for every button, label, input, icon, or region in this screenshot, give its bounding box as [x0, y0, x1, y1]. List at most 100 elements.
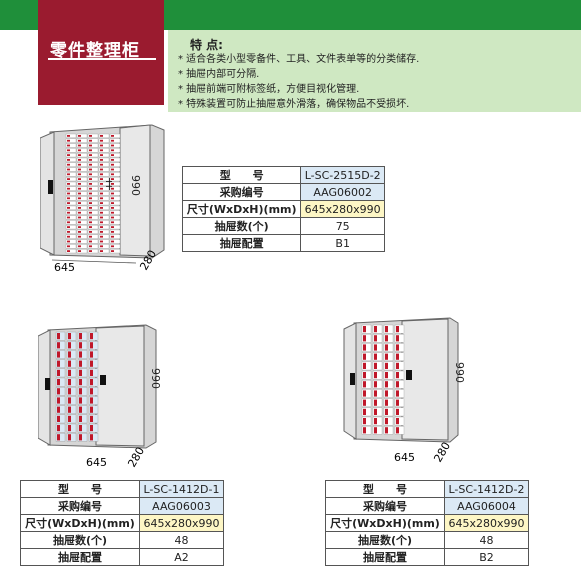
- drawer: [87, 225, 99, 230]
- drawer: [65, 148, 77, 153]
- drawer: [87, 210, 99, 215]
- dim-depth: 280: [431, 440, 453, 465]
- drawer-label: [67, 235, 70, 238]
- drawer-label: [89, 187, 92, 190]
- drawer: [66, 350, 77, 359]
- drawer: [65, 249, 77, 254]
- drawer: [361, 334, 372, 343]
- drawer-label: [67, 221, 70, 224]
- drawer-label: [363, 399, 366, 406]
- drawer: [87, 172, 99, 177]
- drawer-label: [67, 178, 70, 180]
- drawer-label: [68, 388, 71, 395]
- drawer: [109, 225, 121, 230]
- drawer-label: [396, 408, 399, 415]
- drawer: [66, 359, 77, 368]
- drawer-label: [396, 326, 399, 333]
- drawer: [109, 196, 121, 201]
- drawer: [65, 153, 77, 158]
- title-box: [38, 0, 164, 105]
- drawer-label: [68, 425, 71, 432]
- drawer: [66, 405, 77, 414]
- drawer-label: [78, 245, 81, 248]
- drawer-label: [111, 159, 114, 161]
- drawer: [394, 334, 405, 343]
- drawer-label: [89, 159, 92, 161]
- drawer: [76, 239, 88, 244]
- drawer-label: [89, 226, 92, 228]
- drawer: [65, 220, 77, 225]
- feature-item: * 特殊装置可防止抽屉意外滑落，确保物品不受损坏.: [178, 99, 410, 110]
- value-code: AAG06003: [138, 497, 225, 515]
- drawer-label: [111, 163, 114, 166]
- drawer-label: [68, 351, 71, 358]
- drawer-label: [374, 408, 377, 415]
- drawer: [88, 405, 99, 414]
- drawer-label: [111, 207, 114, 209]
- drawer-label: [100, 250, 103, 252]
- drawer: [383, 389, 394, 398]
- drawer-label: [67, 207, 70, 209]
- drawer: [76, 162, 88, 167]
- drawer: [87, 239, 99, 244]
- drawer: [98, 215, 110, 220]
- drawer-label: [79, 369, 82, 376]
- drawer: [76, 225, 88, 230]
- drawer: [87, 177, 99, 182]
- drawer-label: [111, 178, 114, 180]
- drawer: [76, 186, 88, 191]
- drawer-label: [363, 362, 366, 369]
- drawer-label: [90, 434, 93, 441]
- drawer-label: [78, 183, 81, 185]
- drawer: [65, 181, 77, 186]
- drawer: [88, 359, 99, 368]
- drawer-label: [100, 226, 103, 228]
- label-drawers: 抽屉数(个): [20, 531, 140, 549]
- drawer: [98, 167, 110, 172]
- drawer: [87, 181, 99, 186]
- drawer: [394, 398, 405, 407]
- drawer-label: [57, 333, 60, 340]
- drawer-label: [90, 379, 93, 386]
- drawer-label: [396, 344, 399, 351]
- drawer: [76, 249, 88, 254]
- value-drawers: 48: [443, 531, 530, 549]
- drawer: [394, 389, 405, 398]
- drawer-label: [90, 388, 93, 395]
- drawer-label: [396, 353, 399, 360]
- drawer-label: [89, 173, 92, 176]
- drawer: [109, 186, 121, 191]
- drawer: [361, 361, 372, 371]
- drawer-label: [79, 425, 82, 432]
- drawer-label: [100, 211, 103, 214]
- drawer-label: [374, 427, 377, 434]
- drawer-label: [57, 360, 60, 367]
- drawer-label: [374, 362, 377, 369]
- drawer-label: [90, 425, 93, 432]
- drawer-label: [90, 360, 93, 367]
- cabinet-image-3: 645 280: [343, 317, 459, 465]
- drawer-label: [67, 240, 70, 243]
- label-size: 尺寸(WxDxH)(mm): [20, 514, 140, 532]
- drawer: [361, 370, 372, 380]
- drawer-label: [89, 168, 92, 171]
- drawer-label: [396, 381, 399, 388]
- drawer-label: [100, 235, 103, 238]
- drawer-label: [89, 178, 92, 180]
- drawer: [87, 229, 99, 234]
- drawer: [98, 186, 110, 191]
- value-config: B2: [443, 548, 530, 566]
- drawer-label: [111, 183, 114, 185]
- drawer-label: [385, 335, 388, 342]
- drawer-label: [100, 192, 103, 195]
- drawer: [76, 196, 88, 201]
- drawer: [76, 172, 88, 177]
- value-config: A2: [138, 548, 225, 566]
- drawer-label: [363, 427, 366, 434]
- drawer: [77, 405, 88, 414]
- drawer-label: [385, 399, 388, 406]
- drawer: [55, 387, 66, 396]
- drawer: [98, 157, 110, 162]
- dim-height: 990: [149, 368, 162, 389]
